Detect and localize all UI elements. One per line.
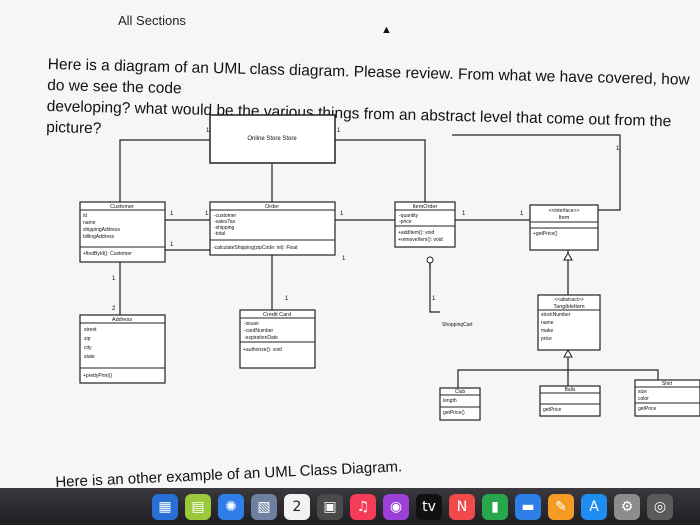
shirt-title: Shirt [662,381,673,387]
address-class: Address street zip city state +prettyPri… [79,314,166,384]
order-attr: -salesTax [214,219,236,225]
app-icon-2[interactable]: ▤ [185,494,211,520]
safari-icon[interactable]: ✺ [218,494,244,520]
podcasts-icon[interactable]: ◉ [383,494,409,520]
svg-text:1: 1 [432,296,436,302]
customer-title: Customer [110,204,134,210]
svg-text:1: 1 [112,276,116,282]
order-op: -calculateShipping(zipCode: int): Float [213,245,298,251]
dock: ▦ ▤ ✺ ▧ 2 ▣ ♫ ◉ tv N ▮ ▬ ✎ A ⚙ ◎ [0,488,700,525]
itemorder-attr: -quantity [399,213,419,219]
pages-icon[interactable]: ✎ [548,494,574,520]
tangible-attr: price [541,336,552,342]
club-class: Club length getPrice() [439,387,481,421]
connector-lines [119,134,659,388]
svg-text:2: 2 [112,306,116,312]
tangible-attr: name [541,320,554,326]
order-title: Order [265,204,279,210]
svg-text:1: 1 [616,146,620,152]
itemorder-attr: -price [399,219,412,225]
balls-class: Balls getPrice [539,385,601,417]
shoppingcart-title: ShoppingCart [442,322,473,328]
svg-text:1: 1 [462,211,466,217]
item-op: +getPrice() [533,231,558,237]
creditcard-op: +authorize(): void [243,347,282,353]
shirt-attr: color [638,396,649,402]
uml-diagram: Online Store Store [0,110,700,460]
customer-op: +findById(): Customer [83,251,132,257]
address-attr: city [84,345,92,351]
svg-text:1: 1 [170,211,174,217]
mouse-cursor-icon: ▲ [381,24,392,36]
tangible-title: TangibleItem [553,304,585,310]
svg-text:1: 1 [206,128,210,134]
multiplicity-labels: 1 1 1 1 1 1 1 1 1 1 2 1 1 1 [112,128,620,312]
customer-attr: id [83,213,87,219]
appstore-icon[interactable]: A [581,494,607,520]
app-icon-1[interactable]: ▦ [152,494,178,520]
order-class: Order -customer -salesTax -shipping -tot… [209,201,336,256]
music-icon[interactable]: ♫ [350,494,376,520]
creditcard-title: Credit Card [263,312,291,318]
svg-text:1: 1 [337,128,341,134]
svg-text:1: 1 [205,211,209,217]
club-op: getPrice() [443,410,465,416]
balls-op: getPrice [543,407,562,413]
order-attr: -customer [214,213,237,219]
svg-text:1: 1 [342,256,346,262]
customer-attr: name [83,220,96,226]
balls-title: Balls [565,387,576,393]
svg-text:1: 1 [340,211,344,217]
tangibleitem-class: <<abstract>> TangibleItem stockNumber na… [537,294,601,351]
address-op: +prettyPrint() [83,373,112,379]
tangible-attr: make [541,328,553,334]
creditcard-attr: -cardNumber [244,328,274,334]
store-box [209,114,336,164]
address-attr: state [84,354,95,360]
uml-diagram-svg: Online Store Store [79,114,700,421]
address-attr: zip [84,336,91,342]
address-attr: street [84,327,97,333]
tangible-attr: stockNumber [541,312,571,318]
customer-class: Customer id name shippingAddress billing… [79,201,166,263]
tangible-stereotype: <<abstract>> [554,297,584,303]
item-title: Item [559,215,570,221]
preview-icon[interactable]: ▧ [251,494,277,520]
creditcard-attr: -issuer [244,321,259,327]
numbers-icon[interactable]: ▮ [482,494,508,520]
creditcard-attr: -expirationDate [244,335,278,341]
shoppingcart-class: ShoppingCart [442,322,473,328]
app-icon-16[interactable]: ◎ [647,494,673,520]
item-interface: <<interface>> Item +getPrice() [529,204,599,251]
app-icon-6[interactable]: ▣ [317,494,343,520]
app-icon-15[interactable]: ⚙ [614,494,640,520]
breadcrumb[interactable]: All Sections [118,13,186,28]
itemorder-op: +addItem(): void [398,230,434,236]
club-title: Club [455,389,466,395]
club-attr: length [443,398,457,404]
store-label: Online Store Store [247,136,297,142]
itemorder-op: +removeItem(): void [398,237,443,243]
order-attr: -shipping [214,225,235,231]
order-attr: -total [214,231,225,237]
svg-text:1: 1 [285,296,289,302]
creditcard-class: Credit Card -issuer -cardNumber -expirat… [239,309,316,369]
svg-text:1: 1 [520,211,524,217]
tv-icon[interactable]: tv [416,494,442,520]
footer-text: Here is an other example of an UML Class… [55,458,403,491]
customer-attr: shippingAddress [83,227,120,233]
item-stereotype: <<interface>> [549,208,580,214]
shirt-attr: size [638,389,647,395]
news-icon[interactable]: N [449,494,475,520]
calendar-icon[interactable]: 2 [284,494,310,520]
shirt-class: Shirt size color getPrice [634,379,700,417]
itemorder-title: ItemOrder [413,204,438,210]
shirt-op: getPrice [638,406,657,412]
keynote-icon[interactable]: ▬ [515,494,541,520]
svg-text:1: 1 [170,242,174,248]
customer-attr: billingAddress [83,234,115,240]
address-title: Address [112,317,132,323]
itemorder-class: ItemOrder -quantity -price +addItem(): v… [394,201,456,248]
